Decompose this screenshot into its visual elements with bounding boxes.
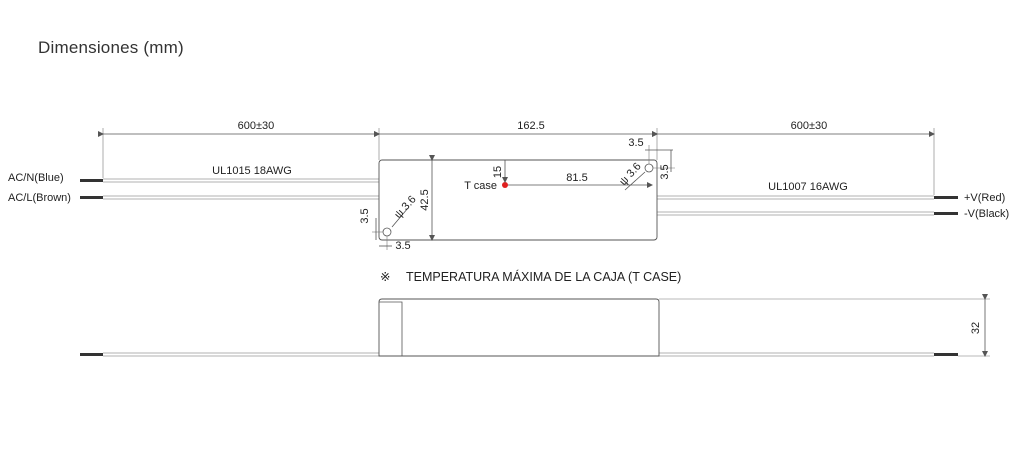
body-length-label: 162.5 (517, 120, 545, 132)
psu-body-side (378, 298, 660, 357)
note-symbol: ※ (380, 270, 390, 284)
note-text: TEMPERATURA MÁXIMA DE LA CAJA (T CASE) (406, 269, 681, 284)
tcase-label: T case (464, 180, 497, 192)
side-view: 32 (80, 294, 990, 357)
input-blue-label: AC/N(Blue) (8, 172, 64, 184)
page-title: Dimensiones (mm) (38, 38, 184, 57)
right-cable-label: UL1007 16AWG (768, 181, 848, 193)
input-brown-label: AC/L(Brown) (8, 192, 71, 204)
tcase-y-label: 15 (492, 166, 504, 178)
left-lead-length-label: 600±30 (238, 120, 275, 132)
top-view: 600±30 162.5 600±30 UL1015 18AWG AC/N(Bl… (8, 120, 1009, 252)
right-hole-v-label: 3.5 (659, 164, 671, 179)
side-end-cap (379, 301, 403, 356)
tcase-x-label: 81.5 (566, 172, 587, 184)
tcase-note: ※ TEMPERATURA MÁXIMA DE LA CAJA (T CASE) (380, 269, 681, 284)
left-hole-v-label: 3.5 (359, 208, 371, 223)
left-hole-h-label: 3.5 (395, 240, 410, 252)
left-hole-leader (391, 207, 409, 228)
tcase-dot (502, 182, 508, 188)
side-height-label: 32 (970, 322, 982, 334)
output-red-label: +V(Red) (964, 192, 1005, 204)
left-cable-label: UL1015 18AWG (212, 165, 292, 177)
right-lead-length-label: 600±30 (791, 120, 828, 132)
right-hole-top-label: 3.5 (628, 137, 643, 149)
output-black-label: -V(Black) (964, 208, 1009, 220)
psu-body-top (378, 159, 658, 241)
right-hole-leader (624, 171, 646, 191)
body-height-label: 42.5 (419, 189, 431, 210)
